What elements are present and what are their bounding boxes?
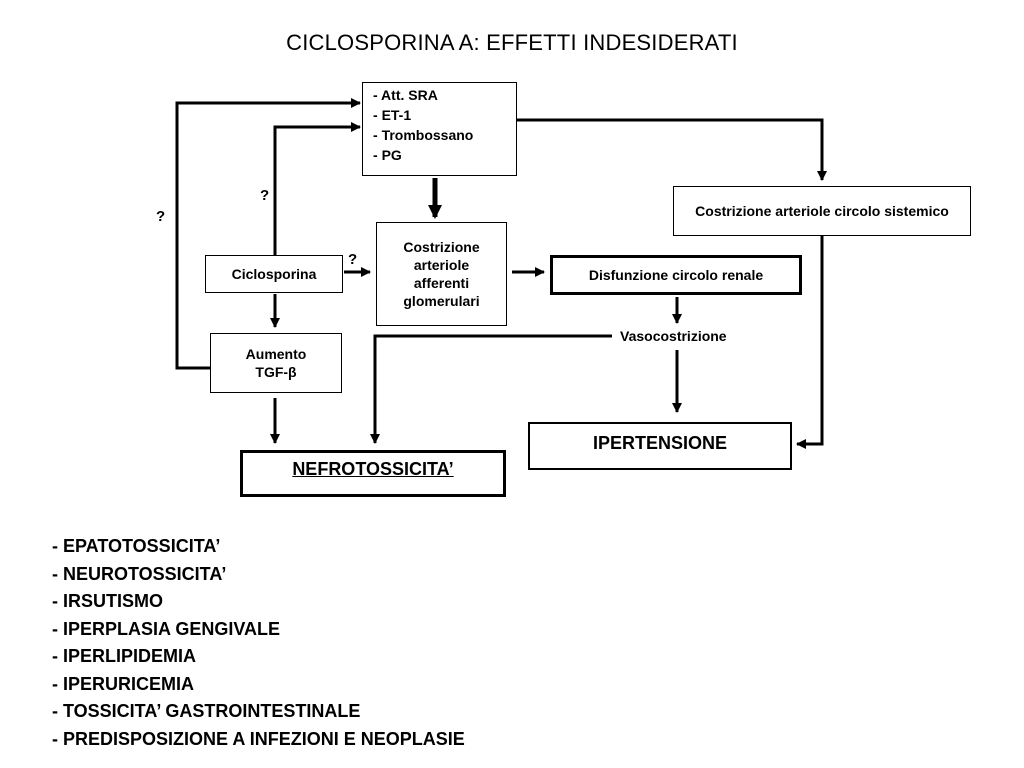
costrizione-afferenti-label: Costrizione arteriole afferenti glomerul… <box>403 239 480 309</box>
tgf-label-line2: TGF-β <box>255 364 297 380</box>
list-item: - IRSUTISMO <box>52 591 163 611</box>
arrow-ciclosporina-to-mediators <box>273 122 361 255</box>
list-item: - TOSSICITA’ GASTROINTESTINALE <box>52 701 361 721</box>
costrizione-sistemico-label: Costrizione arteriole circolo sistemico <box>695 203 949 219</box>
ciclosporina-box: Ciclosporina <box>205 255 343 293</box>
question-mark-afferenti: ? <box>348 251 358 268</box>
list-item: - IPERLIPIDEMIA <box>52 646 197 666</box>
question-mark-inner: ? <box>260 187 270 204</box>
disfunzione-box: Disfunzione circolo renale <box>550 255 802 295</box>
vasocostrizione-label: Vasocostrizione <box>620 328 727 344</box>
ciclosporina-label: Ciclosporina <box>231 266 317 282</box>
list-item: - NEUROTOSSICITA’ <box>52 563 227 584</box>
question-mark-outer: ? <box>156 208 166 225</box>
list-item: - IPERPLASIA GENGIVALE <box>52 618 281 639</box>
nefrotossicita-label: NEFROTOSSICITA’ <box>292 459 454 479</box>
mediators-box: - Att. SRA - ET-1 - Trombossano - PG <box>362 82 517 176</box>
ipertensione-box: IPERTENSIONE <box>528 422 792 470</box>
mediator-item: - Att. SRA <box>373 87 438 103</box>
disfunzione-label: Disfunzione circolo renale <box>588 267 764 283</box>
list-item: - IPERURICEMIA <box>52 673 195 694</box>
arrow-tgf-to-mediators <box>175 98 361 370</box>
costrizione-afferenti-box: Costrizione arteriole afferenti glomerul… <box>376 222 507 326</box>
mediator-item: - PG <box>373 147 402 163</box>
arrow-sistemico-to-ipertensione <box>796 236 824 449</box>
tgf-box: Aumento TGF-β <box>210 333 342 393</box>
mediator-item: - Trombossano <box>373 127 474 143</box>
costrizione-sistemico-box: Costrizione arteriole circolo sistemico <box>673 186 971 236</box>
ipertensione-label: IPERTENSIONE <box>592 433 728 453</box>
list-item: - PREDISPOSIZIONE A INFEZIONI E NEOPLASI… <box>52 728 465 749</box>
arrow-mediators-to-sistemico <box>517 118 827 181</box>
nefrotossicita-box: NEFROTOSSICITA’ <box>240 450 506 497</box>
arrow-vasocostrizione-to-nefrotossicita <box>370 334 612 444</box>
side-effects-list: - EPATOTOSSICITA’ - NEUROTOSSICITA’ - IR… <box>52 533 465 753</box>
mediators-list: - Att. SRA - ET-1 - Trombossano - PG <box>363 83 516 165</box>
tgf-label-line1: Aumento <box>245 346 307 362</box>
mediator-item: - ET-1 <box>373 107 412 123</box>
page-title: CICLOSPORINA A: EFFETTI INDESIDERATI <box>286 30 738 55</box>
list-item: - EPATOTOSSICITA’ <box>52 536 221 556</box>
